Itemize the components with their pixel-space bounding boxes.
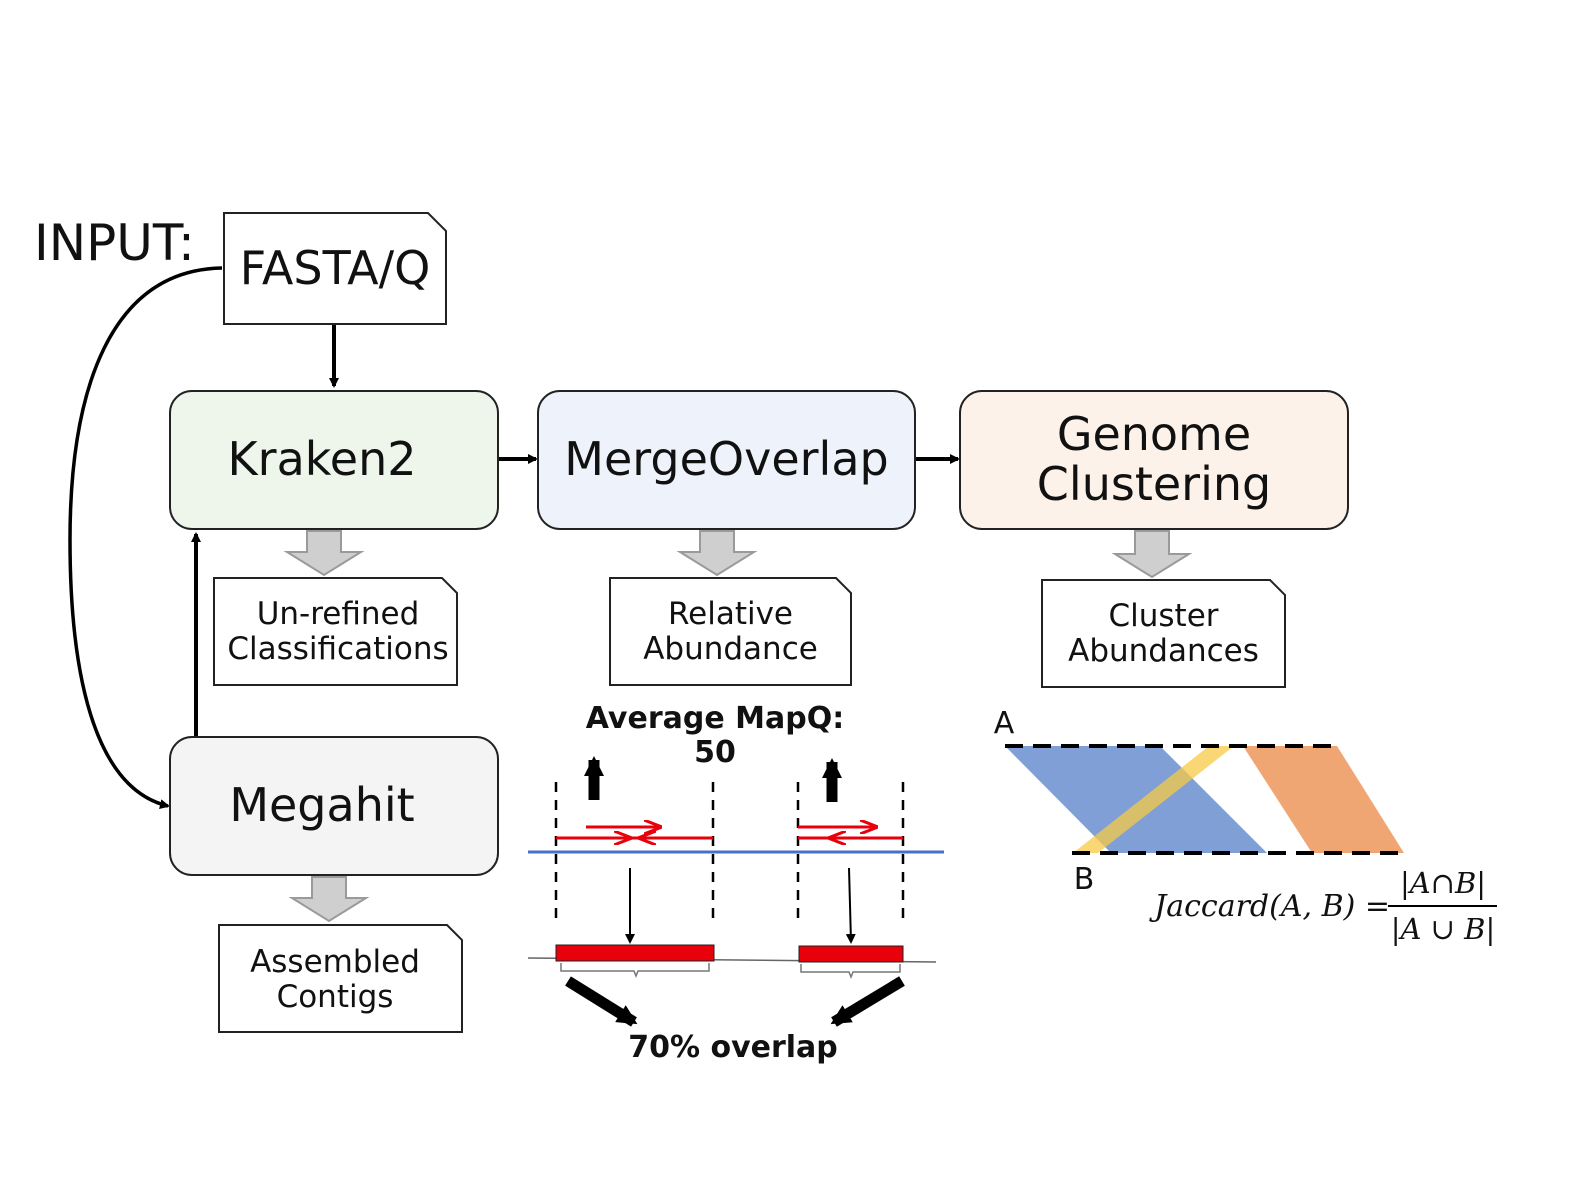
right-overlap-arrow <box>830 976 905 1027</box>
input-to-megahit-arrow <box>68 266 223 810</box>
mergeoverlap-illustration <box>527 756 944 1027</box>
set-a-label: A <box>993 706 1015 742</box>
average-mapq-label: Average MapQ: 50 <box>585 701 845 770</box>
relative-abundance-label: Relative Abundance <box>643 596 818 667</box>
set-b-orange-shape <box>1243 746 1404 853</box>
clustering-output-arrow <box>1111 530 1193 579</box>
kraken-label: Kraken2 <box>227 432 417 487</box>
relative-abundance-document-shape <box>609 577 852 686</box>
left-overlap-arrow <box>565 976 638 1027</box>
left-region-brace <box>560 963 710 979</box>
kraken-box <box>169 390 499 530</box>
jaccard-denominator: |A ∪ B| <box>1390 911 1496 946</box>
merged-region-left <box>555 944 715 962</box>
assembled-contigs-label: Assembled Contigs <box>250 944 420 1015</box>
cluster-abundances-label: Cluster Abundances <box>1068 598 1259 669</box>
set-b-label: B <box>1073 862 1095 898</box>
megahit-output-arrow <box>288 876 370 923</box>
overlap-yellow-band <box>1073 746 1234 853</box>
unrefined-classifications-label: Un-refined Classifications <box>227 596 449 667</box>
megahit-label: Megahit <box>229 778 415 833</box>
cluster-abundances-document-shape <box>1041 579 1286 688</box>
fasta-document-shape <box>223 212 447 325</box>
jaccard-formula-lhs: Jaccard(A, B) = <box>1154 889 1390 925</box>
mergeoverlap-label: MergeOverlap <box>564 432 889 487</box>
jaccard-numerator: |A∩B| <box>1399 865 1487 900</box>
right-region-brace <box>800 964 901 980</box>
merged-region-right <box>798 945 904 963</box>
unrefined-document-shape <box>213 577 458 686</box>
clustering-label: Genome Clustering <box>1036 407 1272 511</box>
fasta-file-label: FASTA/Q <box>239 241 431 296</box>
overlap-percent-label: 70% overlap <box>628 1030 838 1066</box>
kraken-output-arrow <box>283 530 365 577</box>
clustering-box <box>959 390 1349 530</box>
jaccard-illustration <box>1005 744 1497 907</box>
right-merge-down-arrow <box>845 867 856 944</box>
mergeoverlap-box <box>537 390 916 530</box>
assembled-contigs-document-shape <box>218 924 463 1033</box>
megahit-box <box>169 736 499 876</box>
input-label: INPUT: <box>34 214 195 272</box>
set-a-blue-shape <box>1005 746 1267 853</box>
mergeoverlap-output-arrow <box>676 530 758 577</box>
